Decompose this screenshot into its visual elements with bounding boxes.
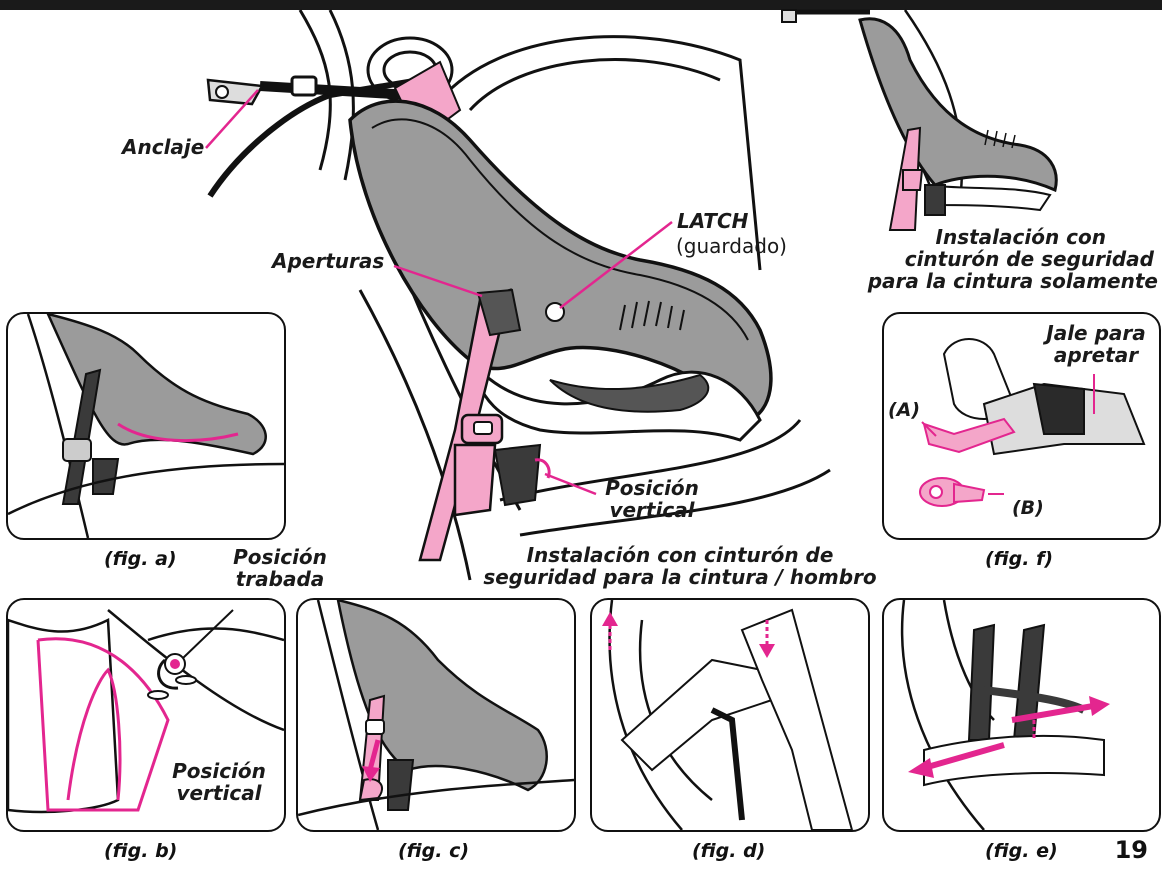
- label-trabada-line1: Posición: [220, 546, 340, 568]
- label-part-a: (A): [888, 400, 920, 421]
- figure-a-panel: [6, 312, 286, 540]
- label-jale-para-apretar: Jale para apretar: [1040, 322, 1152, 366]
- caption-fig-e: (fig. e): [985, 840, 1058, 862]
- label-vertical-b-line2: vertical: [160, 782, 278, 804]
- caption-fig-d: (fig. d): [692, 840, 765, 862]
- figure-e-drawing: [884, 600, 1159, 830]
- label-posicion-vertical-main: Posición vertical: [592, 477, 712, 521]
- figure-a-drawing: [8, 314, 284, 538]
- page-number: 19: [1115, 836, 1148, 864]
- label-lap-only-install: Instalación con cinturón de seguridad pa…: [850, 226, 1158, 292]
- label-lap-only-line1: Instalación con: [850, 226, 1158, 248]
- figure-d-drawing: [592, 600, 868, 830]
- figure-e-panel: [882, 598, 1161, 832]
- label-posicion-vertical-b: Posición vertical: [160, 760, 278, 804]
- label-posicion-vertical-main-line2: vertical: [592, 499, 712, 521]
- label-part-b: (B): [1012, 498, 1044, 519]
- label-vertical-b-line1: Posición: [160, 760, 278, 782]
- label-anclaje: Anclaje: [122, 136, 204, 158]
- label-aperturas: Aperturas: [272, 250, 384, 272]
- label-lap-only-line3: para la cintura solamente: [850, 270, 1158, 292]
- label-latch: LATCH: [677, 210, 748, 232]
- label-lap-shoulder-line1: Instalación con cinturón de: [455, 544, 905, 566]
- label-jale-line1: Jale para: [1040, 322, 1152, 344]
- figure-c-panel: [296, 598, 576, 832]
- caption-fig-c: (fig. c): [398, 840, 469, 862]
- label-lap-only-line2: cinturón de seguridad: [850, 248, 1158, 270]
- figure-c-drawing: [298, 600, 574, 830]
- caption-fig-b: (fig. b): [104, 840, 177, 862]
- caption-fig-f: (fig. f): [985, 548, 1053, 570]
- label-trabada-line2: trabada: [220, 568, 340, 590]
- label-jale-line2: apretar: [1040, 344, 1152, 366]
- figure-d-panel: [590, 598, 870, 832]
- label-lap-shoulder-install: Instalación con cinturón de seguridad pa…: [455, 544, 905, 588]
- label-latch-note: (guardado): [676, 234, 787, 258]
- label-lap-shoulder-line2: seguridad para la cintura / hombro: [455, 566, 905, 588]
- label-posicion-trabada: Posición trabada: [220, 546, 340, 590]
- caption-fig-a: (fig. a): [104, 548, 177, 570]
- label-posicion-vertical-main-line1: Posición: [592, 477, 712, 499]
